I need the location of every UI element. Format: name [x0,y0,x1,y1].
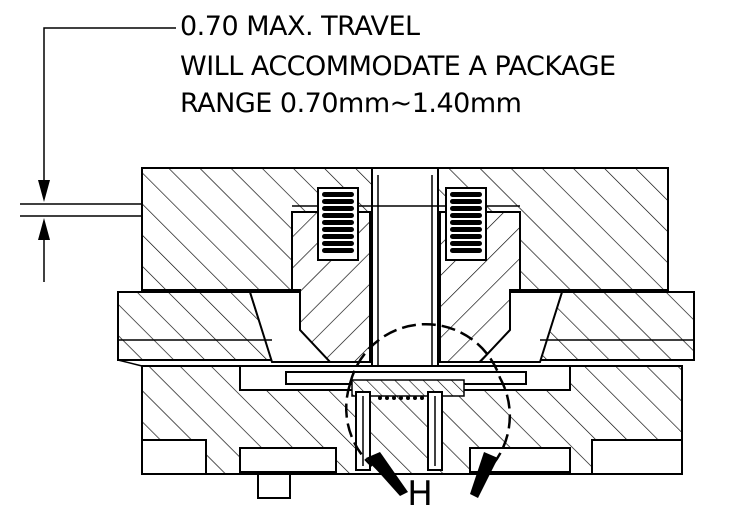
detail-circle-right [348,323,512,471]
socket-base [117,359,683,499]
spring-coil [450,241,482,246]
contact-ball [413,396,417,400]
base-foot-right [591,439,683,475]
nest-wedge-right [477,291,564,363]
spring-coil [322,227,354,232]
contact-ball [392,396,396,400]
spring-coil [322,220,354,225]
note-line-1: 0.70 MAX. TRAVEL [180,11,420,42]
spring-coil [322,192,354,197]
spring-coil [450,227,482,232]
center-bore [371,167,439,369]
note-line-3: RANGE 0.70mm~1.40mm [180,88,521,119]
spring-coil [322,206,354,211]
travel-note: 0.70 MAX. TRAVEL WILL ACCOMMODATE A PACK… [180,11,616,119]
dimension-arrow-up [38,218,50,240]
detail-arrow-right [470,452,498,498]
alignment-pin [257,473,291,499]
guide-plate-left [117,291,274,361]
detail-h-callout: H [345,323,512,508]
leader-line [43,27,176,180]
spring-coil [450,220,482,225]
contact-pins [355,391,443,471]
contact-ball [378,396,382,400]
spring-coil [322,234,354,239]
nest-wedge-left [248,291,333,363]
spring-coil [322,213,354,218]
contact-ball [399,396,403,400]
spring-coil [450,213,482,218]
spring-coil [450,248,482,253]
note-line-2: WILL ACCOMMODATE A PACKAGE [180,51,616,82]
contact-ball [406,396,410,400]
detail-arrow-left [366,452,408,496]
spring-coil [450,206,482,211]
spring-coil [322,248,354,253]
spring-coil [450,199,482,204]
spring-coil [450,192,482,197]
guide-plate [117,291,695,363]
detail-circle-left [345,383,373,467]
spring-right [445,187,487,261]
spring-coil [322,241,354,246]
contact-ball [385,396,389,400]
detail-label: H [407,474,433,508]
dimension-arrow-down [38,180,50,202]
contact-ball [420,396,424,400]
guide-plate-right [538,291,695,361]
base-foot-left [141,439,207,475]
spring-coil [450,234,482,239]
spring-coil [322,199,354,204]
spring-left [317,187,359,261]
